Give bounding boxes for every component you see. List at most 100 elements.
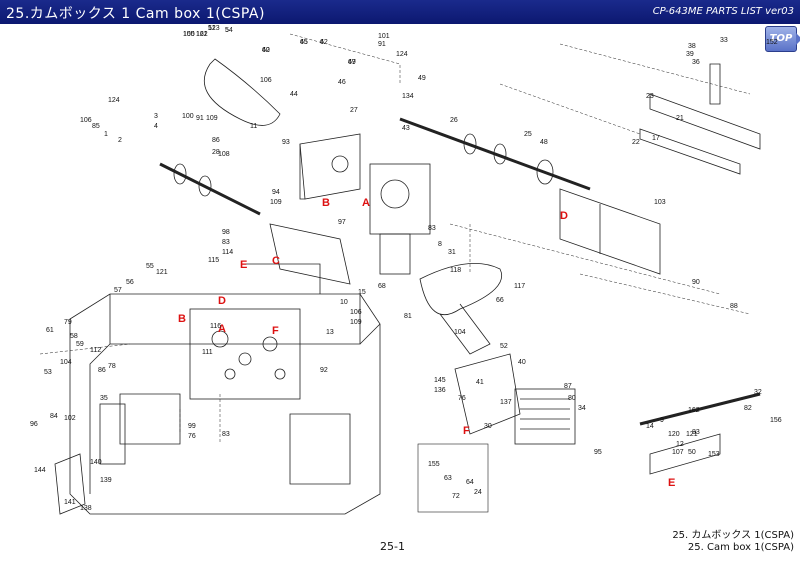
part-callout: 9 [660, 417, 664, 424]
part-callout: 10 [340, 299, 348, 306]
part-callout: 42 [262, 47, 270, 54]
part-callout: 92 [320, 367, 328, 374]
upper-right-bracket [649, 93, 761, 150]
header-bar: 25.カムボックス 1 Cam box 1(CSPA) CP-643ME PAR… [0, 0, 800, 24]
part-callout: 114 [222, 249, 233, 256]
motor-unit [514, 388, 576, 445]
part-callout: 51 [208, 25, 216, 32]
part-callout: 66 [496, 297, 504, 304]
cam-box-housing [299, 133, 361, 200]
part-callout: 58 [70, 333, 78, 340]
part-callout: 78 [108, 363, 116, 370]
footer-title-jp: 25. カムボックス 1(CSPA) [672, 530, 794, 541]
part-callout: 38 [688, 43, 696, 50]
part-callout: 101 [378, 33, 390, 40]
part-callout: 23 [646, 93, 654, 100]
part-callout: 136 [434, 387, 446, 394]
part-callout: 140 [90, 459, 102, 466]
part-callout: 50 [688, 449, 696, 456]
part-callout: 117 [514, 283, 525, 290]
part-callout: 144 [34, 467, 46, 474]
part-callout: 83 [222, 431, 230, 438]
part-callout: 64 [466, 479, 474, 486]
part-callout: 86 [212, 137, 220, 144]
part-callout: 13 [326, 329, 334, 336]
part-callout: 150 [183, 31, 195, 38]
part-callout: 161 [196, 31, 208, 38]
bracket-c [269, 223, 351, 285]
part-callout: 69 [348, 59, 356, 66]
ref-label-a: A [362, 197, 370, 209]
part-callout: 124 [396, 51, 408, 58]
part-callout: 122 [196, 31, 208, 38]
part-callout: 124 [108, 97, 120, 104]
part-callout: 15 [358, 289, 366, 296]
part-callout: 43 [402, 125, 410, 132]
part-callout: 25 [524, 131, 532, 138]
part-callout: 34 [578, 405, 586, 412]
part-callout: 112 [90, 347, 101, 354]
main-cam-shaft [399, 117, 591, 191]
part-callout: 40 [518, 359, 526, 366]
part-callout: 109 [270, 199, 282, 206]
part-callout: 80 [568, 395, 576, 402]
ref-label-d: D [560, 210, 568, 222]
part-callout: 61 [46, 327, 54, 334]
part-callout: 111 [202, 349, 213, 356]
bracket-f [454, 353, 521, 435]
part-callout: 155 [428, 461, 440, 468]
ref-label-e-shaft: E [668, 477, 675, 489]
part-callout: 93 [282, 139, 290, 146]
part-callout: 141 [64, 499, 76, 506]
ref-label-b-frame: B [178, 313, 186, 325]
part-callout: 52 [500, 343, 508, 350]
main-frame-outline [69, 293, 381, 515]
part-callout: 106 [80, 117, 92, 124]
part-callout: 83 [428, 225, 436, 232]
part-callout: 22 [632, 139, 640, 146]
part-callout: 162 [688, 407, 700, 414]
ref-label-a-frame: A [218, 323, 226, 335]
part-callout: 14 [646, 423, 654, 430]
part-callout: 123 [208, 25, 220, 32]
part-callout: 82 [744, 405, 752, 412]
small-bracket-140 [99, 403, 126, 465]
part-callout: 21 [676, 115, 684, 122]
part-callout: 152 [766, 39, 778, 46]
part-callout: 60 [262, 47, 270, 54]
bracket-d [559, 188, 661, 275]
part-callout: 76 [188, 433, 196, 440]
page-number: 25-1 [380, 540, 405, 553]
footer-title: 25. カムボックス 1(CSPA) 25. Cam box 1(CSPA) [672, 530, 794, 554]
page-title: 25.カムボックス 1 Cam box 1(CSPA) [6, 6, 265, 22]
part-callout: 62 [320, 39, 328, 46]
top-button[interactable]: TOP [765, 26, 800, 52]
part-callout: 48 [540, 139, 548, 146]
part-callout: 105 [183, 31, 195, 38]
part-callout: 65 [300, 39, 308, 46]
part-callout: 47 [348, 59, 356, 66]
part-callout: 98 [222, 229, 230, 236]
part-callout: 17 [652, 135, 660, 142]
part-callout: 91 [378, 41, 386, 48]
part-callout: 44 [290, 91, 298, 98]
part-callout: 121 [686, 431, 698, 438]
part-callout: 28 [212, 149, 220, 156]
part-callout: 104 [454, 329, 466, 336]
part-callout: 84 [50, 413, 58, 420]
part-callout: 87 [564, 383, 572, 390]
part-callout: 8 [438, 241, 442, 248]
part-callout: 56 [126, 279, 134, 286]
part-callout: 109 [350, 319, 362, 326]
part-callout: 134 [402, 93, 414, 100]
part-callout: 1 [104, 131, 108, 138]
part-callout: 11 [250, 123, 257, 130]
part-callout: 94 [272, 189, 280, 196]
timing-belt-lower [419, 263, 502, 315]
part-callout: 116 [210, 323, 221, 330]
part-callout: 81 [404, 313, 412, 320]
part-callout: 139 [100, 477, 112, 484]
part-callout: 54 [225, 27, 233, 34]
part-callout: 72 [452, 493, 460, 500]
